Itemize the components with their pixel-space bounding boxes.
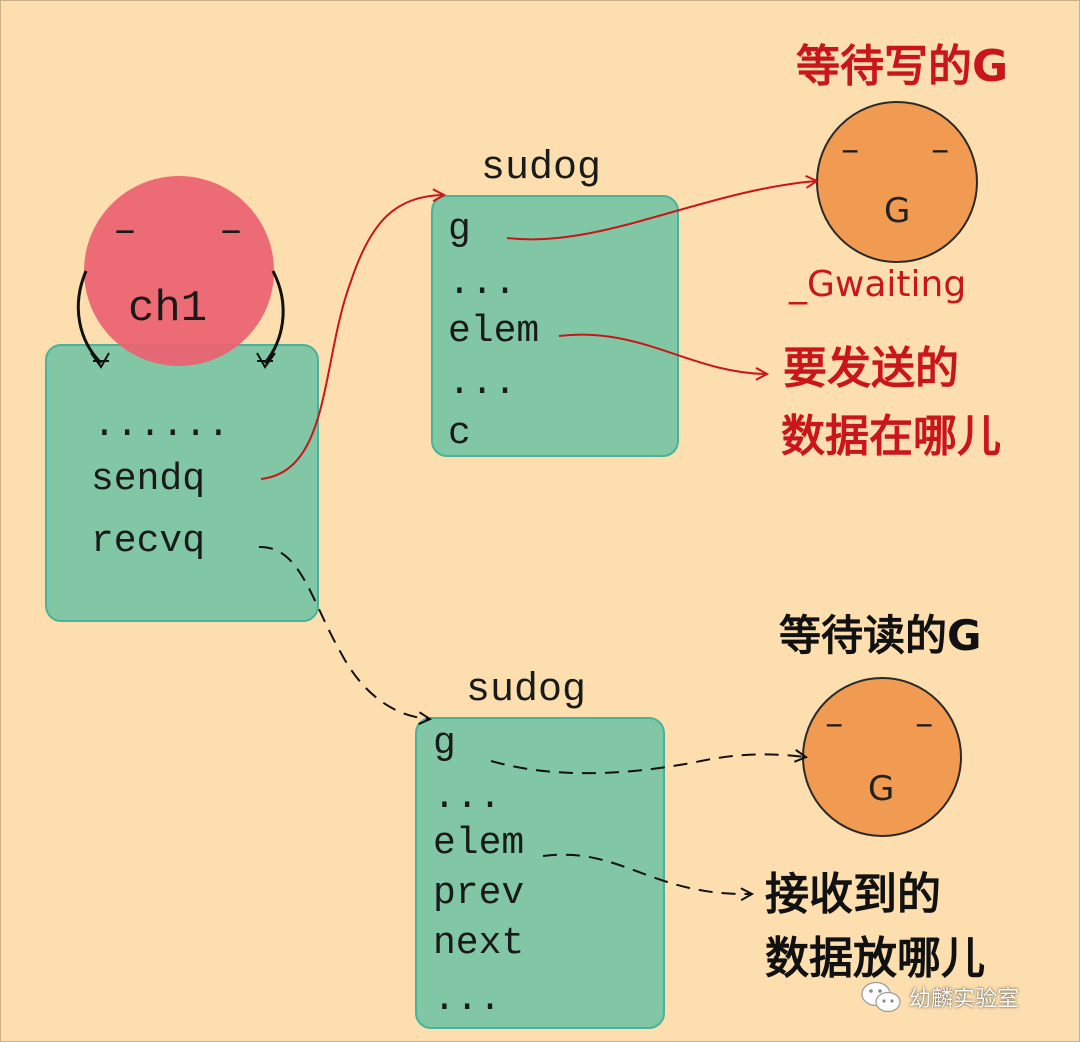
recv-g-to-reader-arrow [490, 754, 805, 775]
send-sudog-title: sudog [481, 146, 602, 191]
send-sudog-field-dots-1: ... [448, 262, 517, 305]
writer-g-state: _Gwaiting [789, 264, 967, 305]
channel-field-dots: ...... [93, 404, 230, 447]
channel-left-arc-tip [90, 352, 110, 369]
reader-g-eye-right: – [914, 707, 935, 745]
send-sudog-field-c: c [448, 412, 471, 455]
send-sudog-field-g: g [448, 208, 471, 251]
reader-g-heading: 等待读的G [779, 611, 982, 660]
recvq-to-sudog-arrow [258, 545, 429, 719]
channel-struct-box [45, 344, 319, 622]
send-sudog-field-elem: elem [448, 310, 540, 353]
channel-circle [84, 176, 274, 366]
recv-sudog-field-prev: prev [433, 872, 525, 915]
reader-g-circle [802, 677, 962, 837]
writer-elem-note-line2: 数据在哪儿 [781, 411, 1001, 462]
send-elem-to-note-arrow [558, 333, 766, 374]
channel-name: ch1 [128, 284, 208, 334]
channel-left-arc [76, 270, 103, 365]
reader-elem-note-line2: 数据放哪儿 [765, 933, 985, 984]
channel-eye-right: – [219, 210, 244, 255]
wechat-icon [861, 981, 901, 1013]
watermark: 幼麟实验室 [859, 979, 1019, 1015]
recv-sudog-box [415, 717, 665, 1029]
writer-elem-note-line1: 要发送的 [783, 343, 959, 394]
reader-elem-note-line1: 接收到的 [765, 869, 941, 920]
recv-sudog-title: sudog [466, 668, 587, 713]
reader-g-eye-left: – [824, 707, 845, 745]
send-g-to-writer-arrow [506, 181, 816, 241]
watermark-text: 幼麟实验室 [909, 987, 1020, 1012]
recv-sudog-field-g: g [433, 722, 456, 765]
writer-g-eye-left: – [840, 133, 861, 171]
channel-field-recvq: recvq [91, 520, 206, 563]
recv-elem-to-note-arrow [542, 853, 751, 894]
channel-right-arc [263, 270, 285, 364]
channel-eye-left: – [113, 210, 138, 255]
sendq-to-sudog-arrow [260, 195, 443, 480]
recv-sudog-field-elem: elem [433, 822, 525, 865]
recv-sudog-field-dots-2: ... [433, 978, 502, 1021]
recv-sudog-field-next: next [433, 922, 525, 965]
writer-g-eye-right: – [930, 133, 951, 171]
writer-g-label: G [884, 191, 911, 231]
reader-g-label: G [868, 769, 895, 809]
writer-g-circle [816, 101, 978, 263]
send-sudog-field-dots-2: ... [448, 362, 517, 405]
channel-right-arc-tip [256, 352, 276, 369]
writer-g-heading: 等待写的G [796, 41, 1009, 92]
channel-field-sendq: sendq [91, 458, 206, 501]
recv-sudog-field-dots-1: ... [433, 776, 502, 819]
